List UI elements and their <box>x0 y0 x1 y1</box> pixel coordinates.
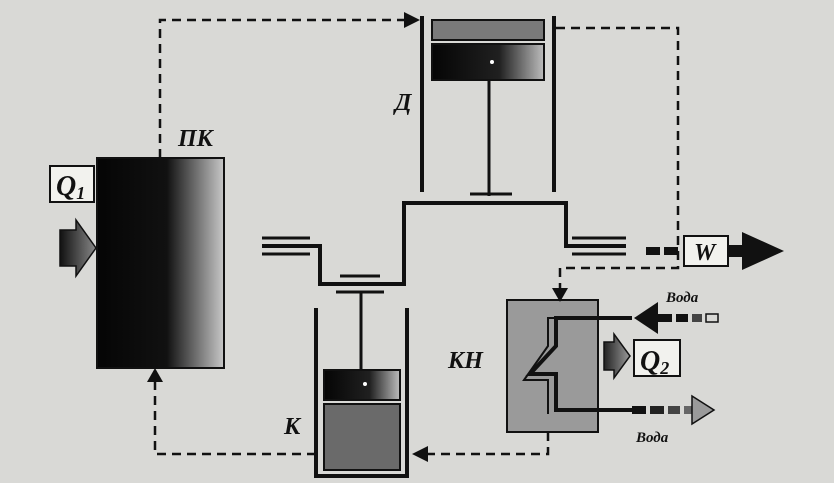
heat-out-arrow <box>603 331 631 381</box>
flow-boiler-to-engine <box>158 18 406 158</box>
compressor-chamber <box>323 403 401 471</box>
water-in-arrowhead <box>634 302 658 334</box>
work-arrowhead <box>742 232 784 270</box>
heat-in-box <box>49 165 95 203</box>
heat-out-box <box>633 339 681 377</box>
engine-cylinder-head <box>431 19 545 41</box>
water-out-label: Вода <box>635 430 669 446</box>
flow-condenser-to-compressor <box>426 432 550 456</box>
flow-compressor-to-boiler <box>153 380 316 456</box>
water-in-label: Вода <box>665 290 699 306</box>
flow-arrowhead-compressor <box>412 446 428 462</box>
compressor-piston <box>323 369 401 401</box>
flow-arrowhead-boiler <box>147 368 163 382</box>
flow-arrowhead-condenser <box>552 288 568 302</box>
heat-in-arrow <box>59 217 97 279</box>
compressor-cylinder <box>314 274 409 478</box>
crankshaft <box>262 201 626 286</box>
boiler-label: ПК <box>177 126 215 152</box>
engine-piston <box>431 43 545 81</box>
heat-out-label: Q2 <box>640 346 669 378</box>
condenser-label: КН <box>447 348 484 374</box>
heat-in-label: Q1 <box>56 171 85 203</box>
water-out-arrowhead <box>691 394 716 426</box>
flow-engine-to-condenser <box>556 26 680 290</box>
compressor-label: К <box>283 414 302 440</box>
work-label: W <box>694 240 717 266</box>
working-fluid-flow <box>153 18 680 456</box>
boiler-block <box>96 157 225 369</box>
flow-arrowhead-engine <box>404 12 420 28</box>
engine-label: Д <box>393 90 413 116</box>
